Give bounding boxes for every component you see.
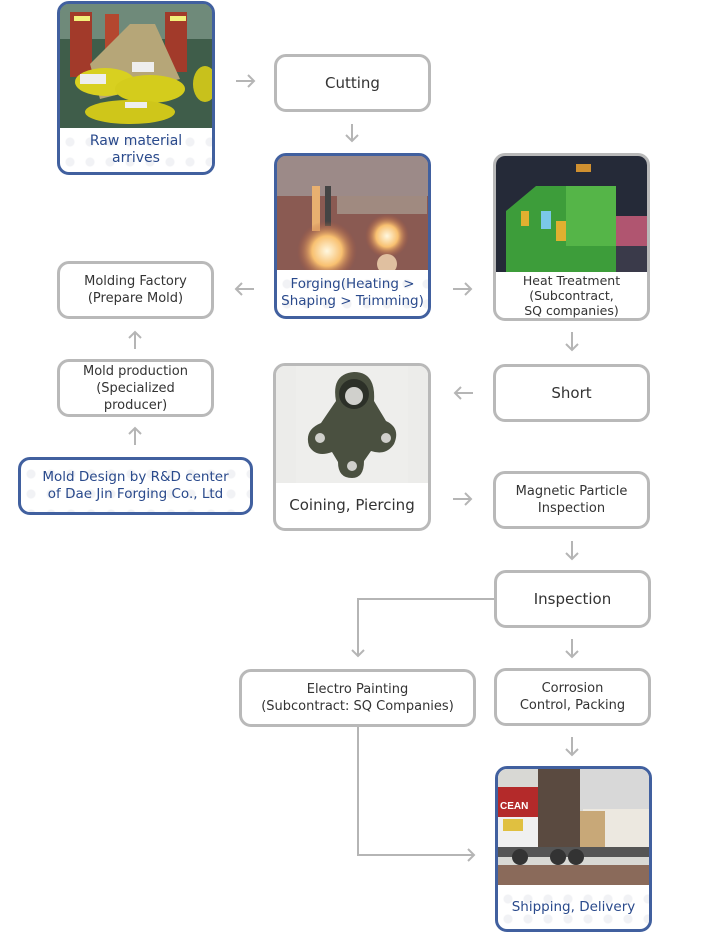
arrow-forging-to-molding	[234, 282, 254, 296]
raw-material-photo	[60, 4, 212, 128]
node-magnetic-inspection: Magnetic Particle Inspection	[493, 471, 650, 529]
arrow-inspection-to-corrosion	[565, 639, 579, 659]
node-cutting: Cutting	[274, 54, 431, 112]
shipping-photo: CEAN	[498, 769, 649, 885]
coining-photo	[276, 366, 428, 483]
arrow-forging-to-heat	[453, 282, 473, 296]
node-forging: Forging(Heating > Shaping > Trimming)	[274, 153, 431, 319]
arrow-magnetic-to-inspection	[565, 541, 579, 561]
shipping-label: Shipping, Delivery	[498, 885, 649, 929]
arrow-painting-to-shipping	[357, 727, 476, 862]
corrosion-label: Corrosion Control, Packing	[519, 681, 626, 713]
node-shipping-delivery: CEAN Shipping, Delivery	[495, 766, 652, 932]
arrow-design-to-moldprod	[128, 426, 142, 445]
arrow-raw-to-cutting	[236, 74, 256, 88]
forging-photo	[277, 156, 428, 270]
arrow-corrosion-to-shipping	[565, 737, 579, 757]
cutting-label: Cutting	[325, 73, 380, 92]
node-inspection: Inspection	[494, 570, 651, 628]
raw-material-label: Raw material arrives	[60, 128, 212, 172]
heat-treatment-label: Heat Treatment (Subcontract, SQ companie…	[522, 272, 621, 318]
heat-treatment-photo	[496, 156, 647, 272]
svg-text:CEAN: CEAN	[500, 801, 528, 812]
node-corrosion-packing: Corrosion Control, Packing	[494, 668, 651, 726]
forging-label: Forging(Heating > Shaping > Trimming)	[277, 270, 428, 316]
node-electro-painting: Electro Painting (Subcontract: SQ Compan…	[239, 669, 476, 727]
short-label: Short	[551, 383, 592, 402]
arrow-short-to-coining	[453, 386, 473, 400]
node-mold-production: Mold production (Specialized producer)	[57, 359, 214, 417]
node-heat-treatment: Heat Treatment (Subcontract, SQ companie…	[493, 153, 650, 321]
inspection-label: Inspection	[533, 589, 612, 608]
node-mold-design: Mold Design by R&D center of Dae Jin For…	[18, 457, 253, 515]
node-molding-factory: Molding Factory (Prepare Mold)	[57, 261, 214, 319]
node-raw-material: Raw material arrives	[57, 1, 215, 175]
arrow-coining-to-magnetic	[453, 492, 473, 506]
arrow-inspection-to-painting	[351, 598, 495, 658]
node-coining-piercing: Coining, Piercing	[273, 363, 431, 531]
node-short: Short	[493, 364, 650, 422]
arrow-heat-to-short	[565, 332, 579, 352]
coining-label: Coining, Piercing	[289, 496, 415, 514]
arrow-moldprod-to-molding	[128, 330, 142, 349]
mold-design-label: Mold Design by R&D center of Dae Jin For…	[21, 460, 250, 512]
mold-production-label: Mold production (Specialized producer)	[83, 363, 188, 413]
magnetic-label: Magnetic Particle Inspection	[515, 484, 628, 516]
molding-factory-label: Molding Factory (Prepare Mold)	[84, 274, 187, 306]
arrow-cutting-to-forging	[345, 124, 359, 143]
electro-painting-label: Electro Painting (Subcontract: SQ Compan…	[261, 682, 454, 714]
